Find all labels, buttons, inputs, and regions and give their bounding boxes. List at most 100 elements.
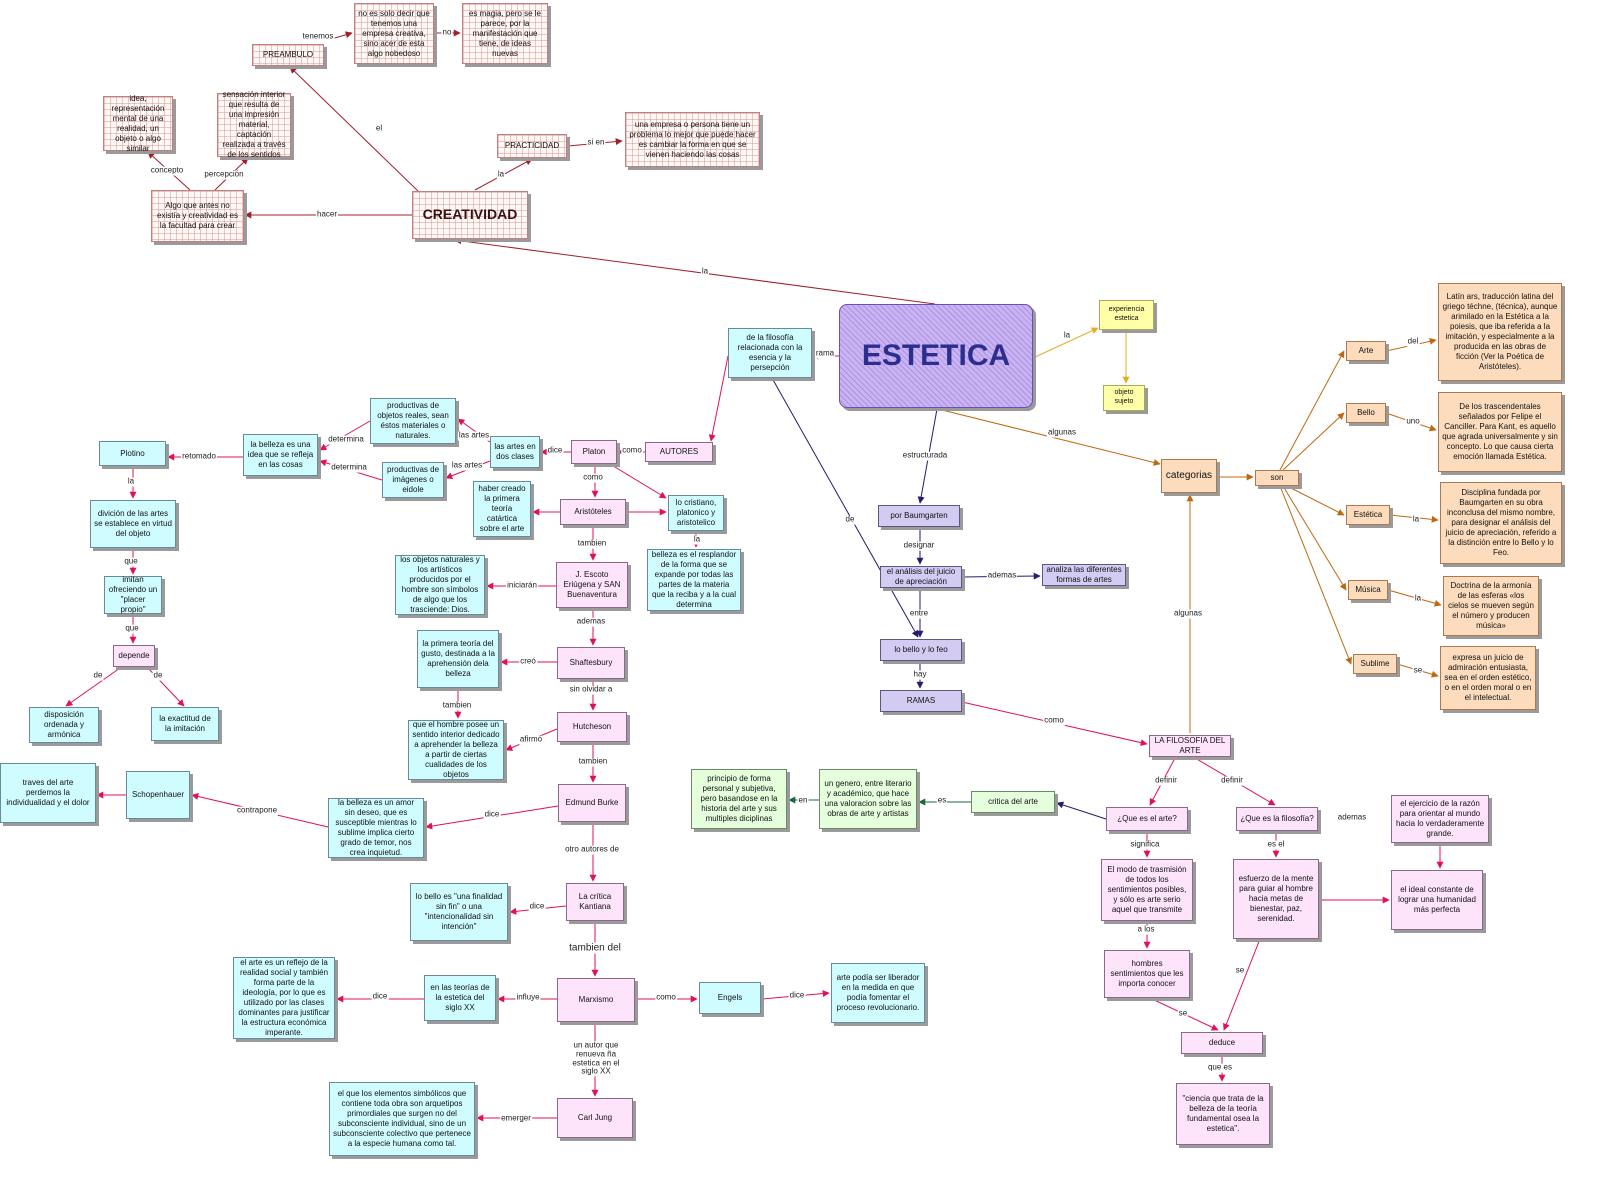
node-analiza-formas[interactable]: analiza las diferentes formas de artes (1042, 564, 1126, 586)
connector-75 (1282, 412, 1345, 471)
node-arte-reflejo[interactable]: el arte es un reflejo de la realidad soc… (233, 957, 335, 1039)
node-latin-ars[interactable]: Latín ars, traducción latina del griego … (1438, 283, 1562, 381)
node-sensacion[interactable]: sensación interior que resulta de una im… (217, 90, 291, 159)
label-en: en (797, 795, 809, 806)
label-del: del (1406, 336, 1420, 347)
label-de-estetica: de (844, 514, 856, 525)
node-exactitud[interactable]: la exactitud de la imitación (151, 707, 219, 741)
node-primera-teoria-gusto[interactable]: la primera teoría del gusto, destinada a… (417, 630, 499, 688)
label-las-artes-2: las artes (450, 460, 484, 471)
node-un-genero[interactable]: un genero, entre literario y académico, … (819, 769, 917, 829)
node-arte[interactable]: Arte (1346, 341, 1386, 361)
label-entre: entre (908, 608, 930, 619)
node-trascendentales[interactable]: De los trascendentales señalados por Fel… (1438, 392, 1562, 472)
connector-1 (289, 66, 419, 192)
node-cristiano[interactable]: lo cristiano, platonico y aristotelico (668, 495, 724, 531)
node-autores[interactable]: AUTORES (645, 442, 713, 462)
node-bello[interactable]: Bello (1346, 403, 1386, 423)
node-aristoteles[interactable]: Aristóteles (560, 499, 626, 525)
node-imitan[interactable]: imitan ofreciendo un "placer propio" (104, 575, 162, 614)
node-carl-jung[interactable]: Carl Jung (557, 1098, 633, 1138)
node-artes-dos-clases[interactable]: las artes en dos clases (490, 436, 540, 468)
node-ideal-constante[interactable]: el ideal constante de lograr una humanid… (1391, 870, 1483, 930)
label-rama: rama (814, 348, 836, 359)
node-engels[interactable]: Engels (699, 982, 761, 1014)
node-estetica-cat[interactable]: Estética (1346, 505, 1390, 525)
node-schopenhauer[interactable]: Schopenhauer (126, 771, 190, 819)
node-modo-trasmision[interactable]: El modo de trasmisión de todos los senti… (1101, 859, 1193, 921)
node-no-es-solo[interactable]: no es solo decir que tenemos una empresa… (354, 3, 434, 64)
node-disciplina[interactable]: Disciplina fundada por Baumgarten en su … (1440, 482, 1562, 564)
node-critica-kantiana[interactable]: La crítica Kantiana (566, 883, 624, 921)
connector-68 (1223, 938, 1261, 1031)
label-ademas-3: ademas (1336, 812, 1368, 823)
label-contrapone: contrapone (235, 805, 279, 816)
node-primera-teoria-catartica[interactable]: haber creado la primera teoría catártica… (473, 481, 531, 537)
node-musica[interactable]: Música (1348, 580, 1388, 600)
node-por-baumgarten[interactable]: por Baumgarten (878, 505, 960, 527)
label-significa: significa (1129, 839, 1161, 850)
node-hombres-sentimientos[interactable]: hombres sentimientos que les importa con… (1104, 950, 1190, 998)
connector-77 (1282, 485, 1347, 591)
node-prod-reales[interactable]: productivas de objetos reales, sean ésto… (370, 398, 456, 444)
label-de-2: de (152, 670, 164, 681)
node-burke[interactable]: Edmund Burke (558, 784, 626, 822)
node-ejercicio-razon[interactable]: el ejercicio de la razón para orientar a… (1391, 795, 1489, 843)
node-escoto[interactable]: J. Escoto Eriúgena y SAN Buenaventura (556, 562, 628, 608)
node-teorias-estetica[interactable]: en las teorías de la estetica del siglo … (424, 975, 496, 1021)
node-bello-feo[interactable]: lo bello y lo feo (880, 639, 962, 661)
node-platon[interactable]: Platon (571, 440, 617, 464)
node-filosofia-rama[interactable]: de la filosofía relacionada con la esenc… (728, 328, 812, 378)
node-disposicion[interactable]: disposición ordenada y armónica (29, 707, 99, 743)
node-deduce[interactable]: deduce (1181, 1032, 1263, 1054)
node-experiencia[interactable]: experiencia estetica (1099, 300, 1154, 330)
node-belleza-amor[interactable]: la belleza es un amor sin deseo, que es … (328, 798, 424, 858)
node-juicio-admiracion[interactable]: expresa un juicio de admiración entusias… (1440, 646, 1536, 710)
node-belleza-resplandor[interactable]: belleza es el resplandor de la forma que… (647, 549, 741, 611)
node-traves-arte[interactable]: traves del arte perdemos la individualid… (0, 763, 96, 823)
node-sentido-interior[interactable]: que el hombre posee un sentido interior … (408, 720, 504, 780)
node-belleza-idea[interactable]: la belleza es una idea que se refleja en… (243, 434, 318, 476)
node-sublime[interactable]: Sublime (1353, 654, 1397, 674)
node-filosofia-arte[interactable]: LA FILOSOFIA DEL ARTE (1149, 735, 1231, 757)
node-marxismo[interactable]: Marxismo (557, 978, 635, 1022)
node-armonia[interactable]: Doctrina de la armonía de las esferas «l… (1443, 576, 1539, 636)
node-depende[interactable]: depende (113, 645, 155, 667)
node-lo-bello-finalidad[interactable]: lo bello es "una finalidad sin fin" o un… (410, 883, 508, 941)
node-son[interactable]: son (1255, 470, 1299, 486)
node-plotino[interactable]: Plotino (99, 441, 166, 466)
node-creatividad[interactable]: CREATIVIDAD (412, 191, 528, 239)
node-preambulo[interactable]: PREAMBULO (252, 44, 324, 66)
label-sin-olvidar: sin olvidar a (568, 684, 614, 695)
node-que-es-arte[interactable]: ¿Que es el arte? (1106, 807, 1188, 831)
node-una-empresa[interactable]: una empresa o persona tiene un problema … (625, 112, 760, 167)
node-ramas[interactable]: RAMAS (880, 690, 962, 712)
node-prod-imagenes[interactable]: productivas de imágenes o eidole (382, 462, 444, 498)
node-idea[interactable]: idea, representación mental de una reali… (103, 94, 173, 153)
node-elementos-simbolicos[interactable]: el que los elementos simbólicos que cont… (329, 1082, 475, 1156)
node-que-es-filosofia[interactable]: ¿Que es la filosofía? (1236, 807, 1318, 831)
node-es-magia[interactable]: es magia, pero se le parece, por la mani… (462, 3, 548, 64)
label-el: el (374, 123, 384, 134)
node-principio-forma[interactable]: principio de forma personal y subjetiva,… (691, 769, 787, 829)
node-shaftesbury[interactable]: Shaftesbury (557, 647, 625, 679)
node-algo-que[interactable]: Algo que antes no existía y creatividad … (151, 190, 244, 242)
label-emerger: emerger (500, 1113, 532, 1124)
label-estructurada: estructurada (901, 450, 949, 461)
label-uno: uno (1405, 416, 1421, 427)
node-esfuerzo-mente[interactable]: esfuerzo de la mente para guiar al hombr… (1233, 859, 1319, 939)
node-practicidad[interactable]: PRACTICIDAD (497, 134, 567, 158)
node-ciencia-belleza[interactable]: "ciencia que trata de la belleza de la t… (1176, 1083, 1270, 1145)
node-analisis-juicio[interactable]: el análisis del juicio de apreciación (880, 566, 962, 588)
label-es: es (936, 795, 948, 806)
node-estetica[interactable]: ESTETICA (839, 304, 1033, 408)
node-divicion[interactable]: divición de las artes se establece en vi… (90, 500, 176, 548)
label-otro-autores: otro autores de (564, 844, 620, 855)
node-hutcheson[interactable]: Hutcheson (557, 712, 627, 742)
node-objetos-naturales[interactable]: los objetos naturales y los artísticos p… (395, 555, 485, 615)
node-objeto-sujeto[interactable]: objeto sujeto (1103, 385, 1145, 411)
label-ademas-2: ademas (986, 570, 1018, 581)
node-categorias[interactable]: categorias (1161, 459, 1217, 493)
node-arte-liberador[interactable]: arte podía ser liberador en la medida en… (831, 963, 925, 1023)
node-critica-arte[interactable]: critica del arte (971, 791, 1055, 813)
